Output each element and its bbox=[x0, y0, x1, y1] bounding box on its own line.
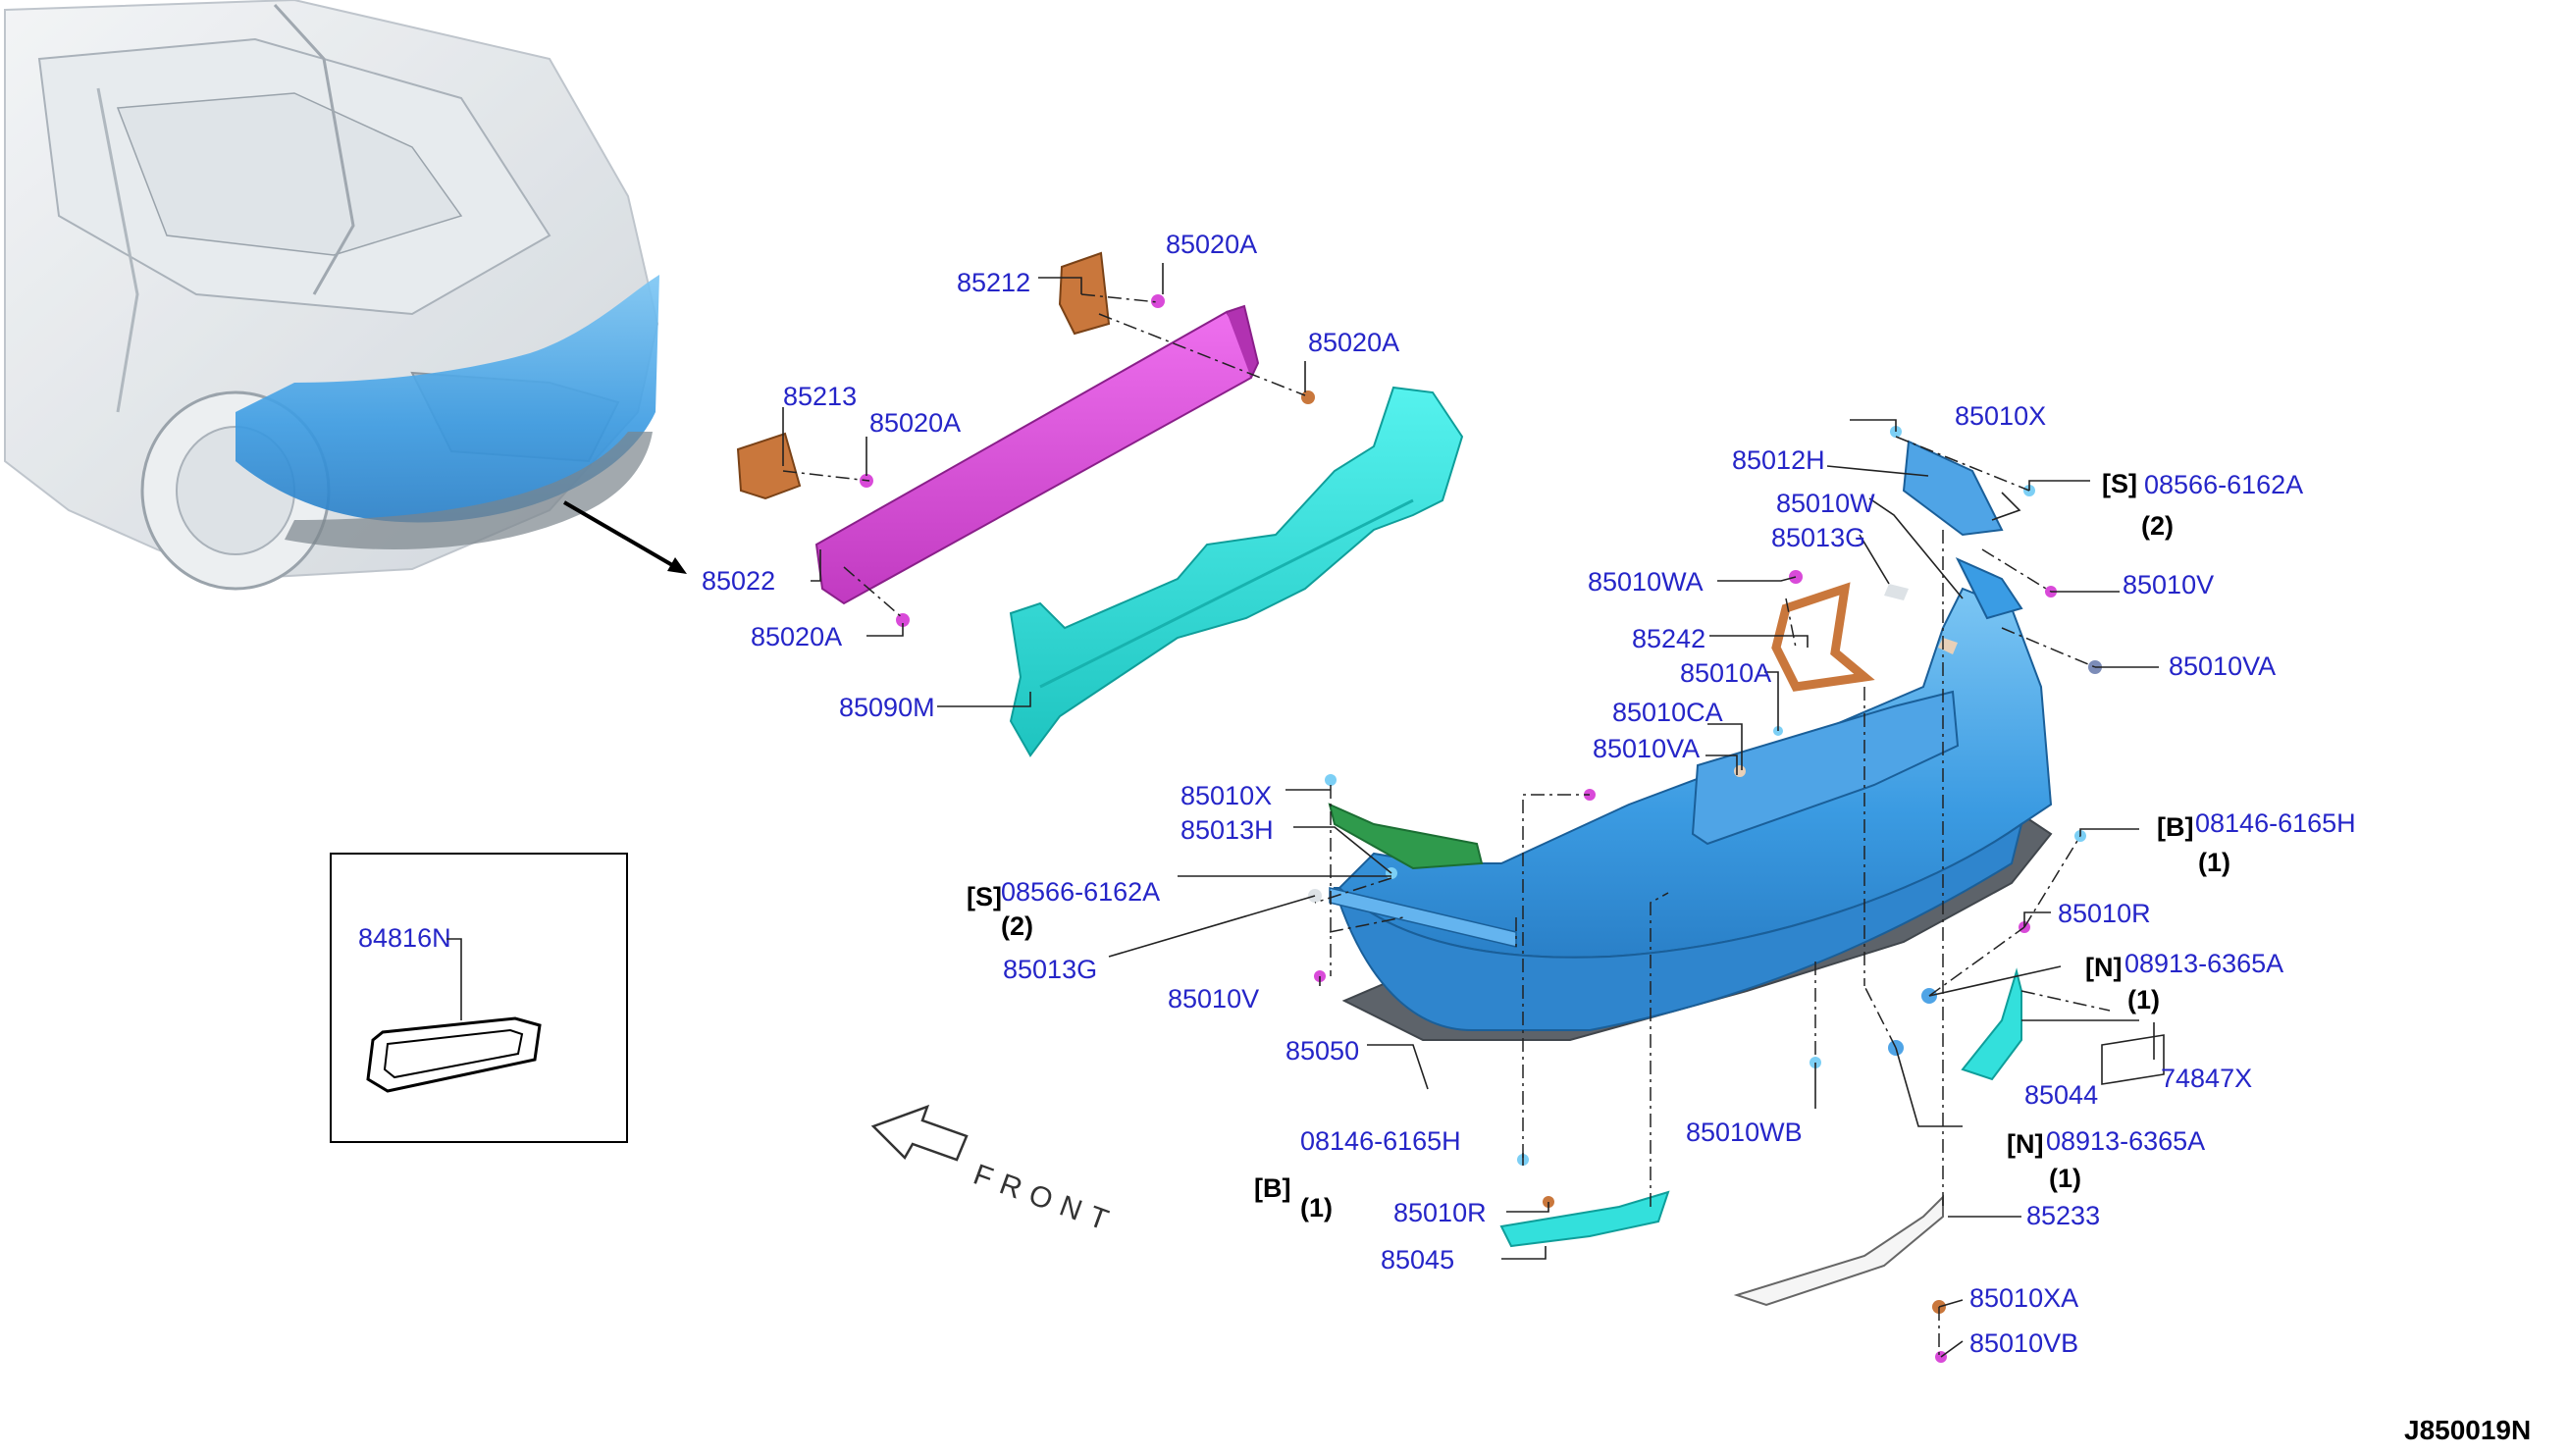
part-label-85010v-2[interactable]: 85010V bbox=[1168, 984, 1259, 1014]
part-label-85010w[interactable]: 85010W bbox=[1776, 489, 1875, 518]
front-arrow-icon bbox=[870, 1104, 969, 1162]
detail-arrow bbox=[562, 500, 681, 571]
license-plate-frame-illustration bbox=[366, 1016, 542, 1093]
reinforcement-illustration bbox=[736, 251, 1315, 627]
part-label-85020a-2[interactable]: 85020A bbox=[1308, 328, 1399, 357]
part-label-08913-1[interactable]: 08913-6365A bbox=[2124, 949, 2283, 978]
qty-2-left: (2) bbox=[1001, 911, 1033, 941]
qty-1-b-right: (1) bbox=[2198, 848, 2230, 877]
part-label-85012h[interactable]: 85012H bbox=[1732, 445, 1825, 475]
part-label-85010wb[interactable]: 85010WB bbox=[1686, 1118, 1803, 1147]
inset-box bbox=[330, 853, 628, 1143]
part-label-85010xa[interactable]: 85010XA bbox=[1969, 1283, 2078, 1313]
qualifier-n-2: [N] bbox=[2007, 1129, 2043, 1159]
part-label-85010ca[interactable]: 85010CA bbox=[1612, 698, 1723, 727]
part-label-85050[interactable]: 85050 bbox=[1285, 1036, 1359, 1066]
part-label-85010vb[interactable]: 85010VB bbox=[1969, 1328, 2078, 1358]
bumper-fascia-illustration bbox=[1329, 556, 2053, 1041]
part-label-85010x-1[interactable]: 85010X bbox=[1955, 401, 2046, 431]
part-label-85213[interactable]: 85213 bbox=[783, 382, 857, 411]
part-label-85010wa[interactable]: 85010WA bbox=[1588, 567, 1704, 597]
part-label-85212[interactable]: 85212 bbox=[957, 268, 1030, 297]
part-label-08913-2[interactable]: 08913-6365A bbox=[2046, 1126, 2205, 1156]
qualifier-s-right: [S] bbox=[2102, 469, 2137, 498]
detail-arrow-head bbox=[667, 557, 687, 574]
part-label-85020a-1[interactable]: 85020A bbox=[1166, 230, 1257, 259]
part-label-85090m[interactable]: 85090M bbox=[839, 693, 935, 722]
part-label-85010r-1[interactable]: 85010R bbox=[2058, 899, 2151, 928]
part-label-85013h[interactable]: 85013H bbox=[1180, 815, 1274, 845]
diagram-code: J850019N bbox=[2404, 1415, 2531, 1445]
part-label-08146-left[interactable]: 08146-6165H bbox=[1300, 1126, 1461, 1156]
part-label-85010v-1[interactable]: 85010V bbox=[2123, 570, 2214, 599]
part-label-85020a-3[interactable]: 85020A bbox=[869, 408, 961, 438]
qualifier-b-left: [B] bbox=[1254, 1173, 1290, 1203]
part-label-85022[interactable]: 85022 bbox=[702, 566, 775, 596]
qualifier-n-1: [N] bbox=[2085, 953, 2122, 982]
part-label-85010r-2[interactable]: 85010R bbox=[1393, 1198, 1487, 1227]
energy-absorber-illustration bbox=[1009, 386, 1464, 757]
part-label-08566-left[interactable]: 08566-6162A bbox=[1001, 877, 1160, 907]
leader-lines bbox=[782, 263, 2165, 1358]
qty-2-right: (2) bbox=[2141, 511, 2174, 541]
front-direction-label: FRONT bbox=[970, 1159, 1122, 1240]
vehicle-overview-illustration bbox=[4, 0, 659, 591]
part-label-85010a[interactable]: 85010A bbox=[1680, 658, 1771, 688]
part-labels: 85212 85020A 85020A 85213 85020A 85022 8… bbox=[702, 230, 2356, 1358]
qty-1-n-2: (1) bbox=[2049, 1164, 2081, 1193]
part-label-74847x[interactable]: 74847X bbox=[2161, 1064, 2252, 1093]
part-label-08566-right[interactable]: 08566-6162A bbox=[2144, 470, 2303, 499]
part-label-85242[interactable]: 85242 bbox=[1632, 624, 1705, 653]
qualifier-b-right: [B] bbox=[2157, 812, 2193, 842]
part-label-85013g-1[interactable]: 85013G bbox=[1771, 523, 1865, 552]
part-label-85045[interactable]: 85045 bbox=[1381, 1245, 1454, 1274]
part-label-85020a-4[interactable]: 85020A bbox=[751, 622, 842, 651]
part-label-85013g-2[interactable]: 85013G bbox=[1003, 955, 1097, 984]
part-label-85044[interactable]: 85044 bbox=[2024, 1080, 2098, 1110]
part-label-08146-right[interactable]: 08146-6165H bbox=[2195, 808, 2356, 838]
small-parts-illustrations bbox=[1308, 426, 2102, 1363]
part-label-85010va-1[interactable]: 85010VA bbox=[2169, 651, 2276, 681]
qty-1-n-1: (1) bbox=[2127, 985, 2160, 1014]
leader-84816n bbox=[446, 938, 462, 1020]
dashed-alignment-lines bbox=[782, 293, 2111, 1357]
qty-1-b-left: (1) bbox=[1300, 1193, 1333, 1222]
inset-part-label[interactable]: 84816N bbox=[358, 923, 451, 953]
part-label-85010va-2[interactable]: 85010VA bbox=[1593, 734, 1700, 763]
qualifier-s-left: [S] bbox=[967, 882, 1002, 911]
part-label-85010x-2[interactable]: 85010X bbox=[1180, 781, 1272, 810]
part-label-85233[interactable]: 85233 bbox=[2026, 1201, 2100, 1230]
